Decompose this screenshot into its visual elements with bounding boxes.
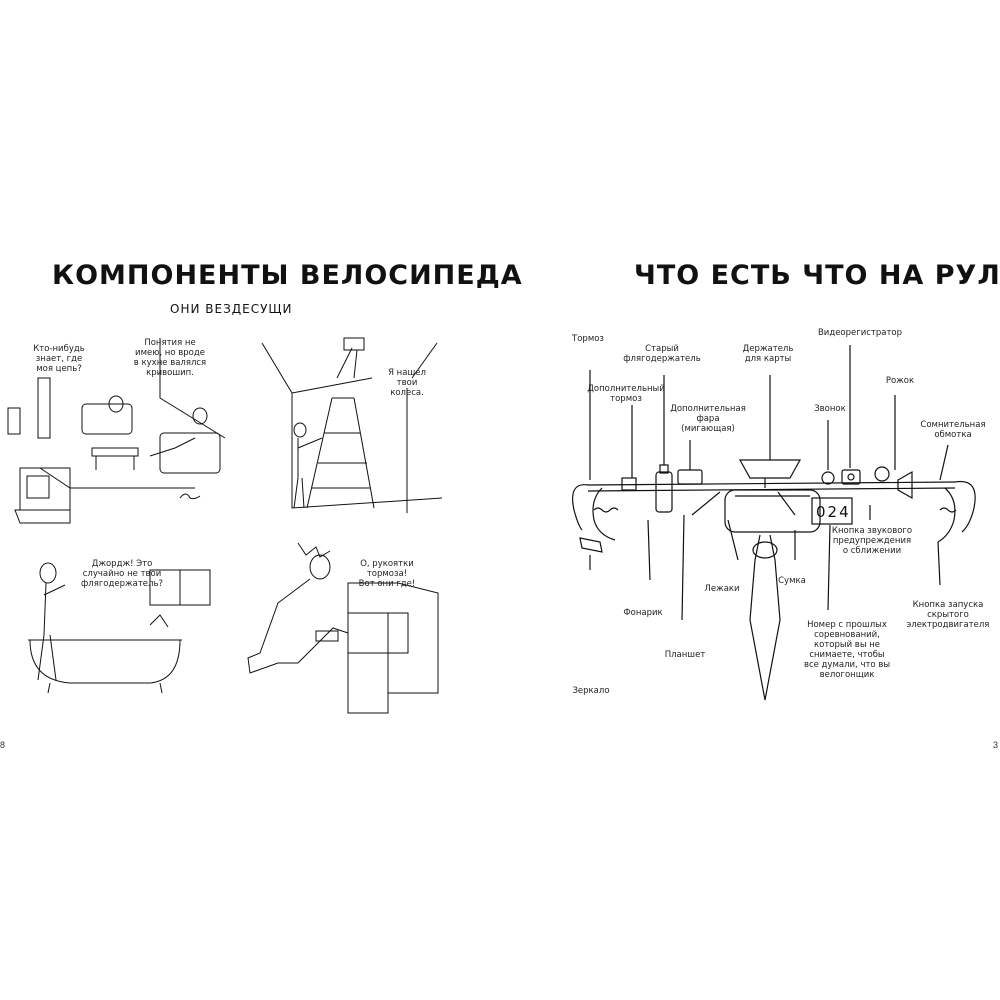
comic-panel-bathtub: Джордж! Это случайно не твой флягодержат… <box>10 555 242 715</box>
drawer-illustration <box>247 542 439 714</box>
comic-panel-ladder: Я нашел твои колеса. <box>261 337 443 534</box>
right-page-title: ЧТО ЕСТЬ ЧТО НА РУЛЕ <box>634 260 1000 291</box>
label-flashlight: Фонарик <box>623 608 663 618</box>
label-brake: Тормоз <box>572 334 604 344</box>
label-bell: Звонок <box>814 404 846 414</box>
living-room-illustration <box>7 338 226 524</box>
ladder-illustration <box>261 337 443 513</box>
label-extra-light: Дополнительная фара (мигающая) <box>670 404 746 434</box>
speech-bubble: Понятия не имею, но вроде в кухне валялс… <box>133 338 207 378</box>
label-dubious-tape: Сомнительная обмотка <box>920 420 986 440</box>
label-motor-button: Кнопка запуска скрытого электродвигателя <box>906 600 990 630</box>
comic-panel-living-room: Кто-нибудь знает, где моя цепь? Понятия … <box>7 338 242 534</box>
label-race-number-note: Номер с прошлых соревнований, который вы… <box>803 620 891 680</box>
label-mirror: Зеркало <box>572 686 610 696</box>
label-horn: Рожок <box>885 376 915 386</box>
race-number: 024 <box>816 503 851 521</box>
label-bag: Сумка <box>778 576 806 586</box>
left-page-subtitle: ОНИ ВЕЗДЕСУЩИ <box>170 302 293 316</box>
label-tablet: Планшет <box>664 650 706 660</box>
bathtub-illustration <box>28 562 211 694</box>
label-dashcam: Видеорегистратор <box>817 328 903 338</box>
handlebar-drawing <box>572 345 976 701</box>
handlebar-illustration: 024 <box>560 320 1000 720</box>
label-map-holder: Держатель для карты <box>742 344 794 364</box>
speech-bubble: Я нашел твои колеса. <box>388 368 426 398</box>
left-page-number: 8 <box>0 740 6 750</box>
left-page-title: КОМПОНЕНТЫ ВЕЛОСИПЕДА <box>52 260 523 291</box>
label-extra-brake: Дополнительный тормоз <box>587 384 665 404</box>
right-page-number: 3 <box>993 740 999 750</box>
speech-bubble: Кто-нибудь знает, где моя цепь? <box>33 344 85 374</box>
speech-bubble: О, рукоятки тормоза! Вот они где! <box>358 559 416 589</box>
comic-panel-drawer: О, рукоятки тормоза! Вот они где! <box>238 542 448 723</box>
speech-bubble: Джордж! Это случайно не твой флягодержат… <box>81 559 163 589</box>
label-proximity-button: Кнопка звукового предупреждения о сближе… <box>831 526 913 556</box>
label-aero-bars: Лежаки <box>704 584 740 594</box>
label-old-bottle-holder: Старый флягодержатель <box>623 344 701 364</box>
